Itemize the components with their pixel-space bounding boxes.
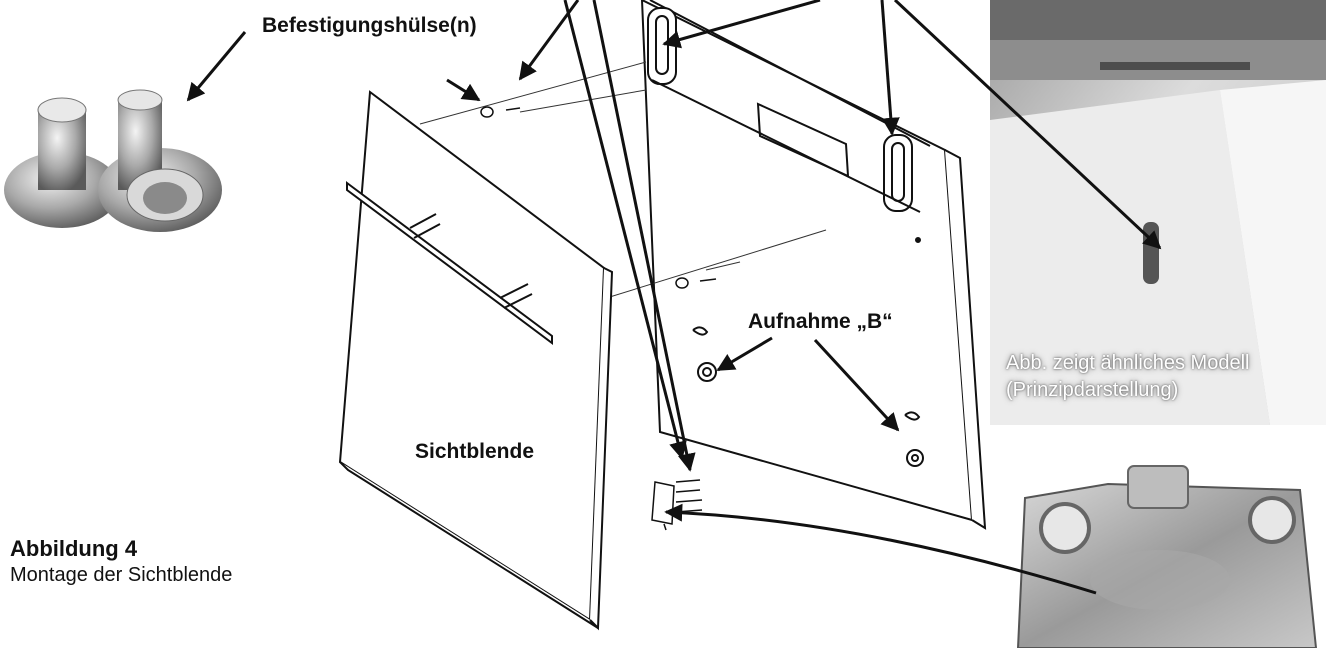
photo-note-line1: Abb. zeigt ähnliches Modell — [1006, 352, 1250, 374]
photo-note: Abb. zeigt ähnliches Modell (Prinzipdars… — [1006, 350, 1326, 404]
decor-panel-label: Sichtblende — [415, 440, 535, 463]
sleeve-label: Befestigungshülse(n) — [262, 14, 477, 37]
decor-panel — [338, 90, 614, 631]
figure-caption: Montage der Sichtblende — [10, 564, 233, 586]
photo-note-line2: (Prinzipdarstellung) — [1006, 379, 1179, 401]
hinge-plate-photo — [1016, 465, 1318, 648]
sleeve-photo — [4, 89, 222, 232]
model-photo — [990, 0, 1326, 425]
pointer-arrows — [186, 0, 1162, 595]
appliance-door — [640, 0, 987, 530]
receptacle-b-label: Aufnahme „B“ — [748, 310, 893, 333]
figure-number: Abbildung 4 — [10, 536, 138, 561]
